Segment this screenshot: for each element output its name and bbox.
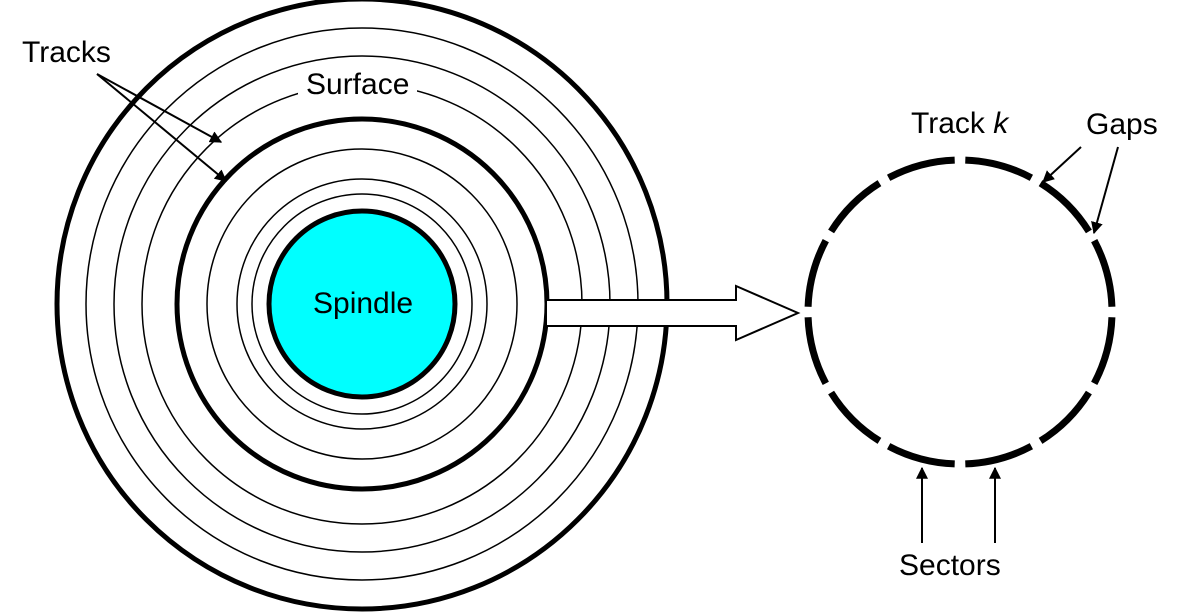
sectors-label: Sectors	[899, 549, 1001, 582]
gaps-arrow-left	[1042, 146, 1082, 183]
expand-arrow	[545, 284, 801, 342]
tracks-arrow-lower	[96, 73, 227, 182]
track-sector	[886, 156, 955, 181]
track-sector	[965, 156, 1034, 181]
track-sector	[828, 180, 882, 234]
track-sector	[1038, 180, 1092, 234]
track-sector	[1091, 238, 1116, 307]
track-sector	[1091, 317, 1116, 386]
surface-label: Surface	[298, 70, 418, 100]
tracks-arrow-upper	[96, 73, 223, 143]
track-sector	[1038, 390, 1092, 444]
track-sector	[828, 390, 882, 444]
tracks-label: Tracks	[22, 36, 111, 69]
track-sector	[804, 238, 829, 307]
track-k-ring	[804, 156, 1116, 468]
track-ring	[251, 193, 473, 415]
gaps-label: Gaps	[1086, 108, 1158, 141]
track-ring	[206, 148, 518, 460]
track-ring	[236, 178, 488, 430]
track-sector	[804, 317, 829, 386]
track-k-word: Track	[911, 107, 985, 140]
tracks-pointers	[96, 73, 227, 182]
gaps-pointers	[1042, 146, 1119, 235]
spindle-label: Spindle	[313, 287, 414, 320]
disk-platter	[54, 0, 670, 612]
track-sector	[886, 443, 955, 468]
track-k-variable: k	[993, 107, 1009, 140]
spindle-circle	[266, 208, 458, 400]
sectors-pointers	[916, 466, 1001, 543]
track-sector	[965, 443, 1034, 468]
gaps-arrow-right	[1091, 146, 1119, 235]
track-k-label: Track k	[911, 109, 1008, 139]
